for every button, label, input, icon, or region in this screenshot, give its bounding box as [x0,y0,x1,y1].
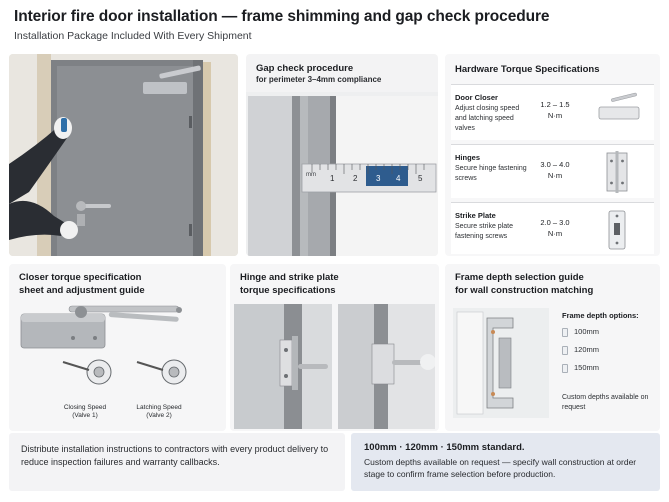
ruler-number-1: 1 [330,174,335,183]
torque-card-title: Hardware Torque Specifications [455,64,600,75]
frame-option-100: 100mm [562,327,599,337]
hinge-icon [606,151,628,193]
ruler-unit: mm [306,172,316,178]
frame-options-label: Frame depth options: [562,311,639,320]
latching-speed-label: Latching Speed(Valve 2) [136,404,182,419]
frame-option-150: 150mm [562,363,599,373]
torque-row-desc: Adjust closing speed and latching speed … [455,105,520,132]
footer-depth-standard: 100mm · 120mm · 150mm standard. Custom d… [351,433,660,491]
page-title: Interior fire door installation — frame … [14,8,550,25]
door-installation-illustration [9,54,238,256]
installation-photo [9,54,238,256]
closing-speed-label: Closing Speed(Valve 1) [63,404,107,419]
torque-row-hinges: Hinges Secure hinge fastening screws 3.0… [451,144,654,198]
hinge-strike-illustration [234,304,435,429]
footer-right-heading: 100mm · 120mm · 150mm standard. [364,442,525,453]
ruler-number-5: 5 [418,174,423,183]
frame-option-120: 120mm [562,345,599,355]
door-closer-icon [598,92,640,120]
gap-check-card: Gap check procedure for perimeter 3–4mm … [246,54,438,256]
door-closer-illustration [20,305,187,385]
ruler-number-4: 4 [396,174,401,183]
torque-row-strike-plate: Strike Plate Secure strike plate fasteni… [451,202,654,254]
footer-right-text: Custom depths available on request — spe… [364,457,637,479]
frame-custom-note: Custom depths available on request [562,394,649,411]
gap-card-subtitle: for perimeter 3–4mm compliance [256,75,382,84]
ruler-number-3: 3 [376,174,381,183]
torque-row-desc: Secure hinge fastening screws [455,165,527,182]
footer-distribution-note: Distribute installation instructions to … [9,433,345,491]
option-box-icon [562,363,568,373]
torque-row-door-closer: Door Closer Adjust closing speed and lat… [451,84,654,140]
gap-card-title: Gap check procedure [256,63,354,74]
torque-row-desc: Secure strike plate fastening screws [455,223,513,240]
torque-row-name: Door Closer [455,93,498,102]
ruler-number-2: 2 [353,174,358,183]
page-subtitle: Installation Package Included With Every… [14,30,252,42]
option-box-icon [562,327,568,337]
torque-spec-card: Hardware Torque Specifications Door Clos… [445,54,660,256]
gap-ruler-illustration [246,92,438,256]
strike-plate-icon [608,210,626,250]
frame-profile-illustration [453,308,549,418]
torque-row-name: Strike Plate [455,211,496,220]
torque-row-name: Hinges [455,153,481,162]
footer-left-text: Distribute installation instructions to … [21,444,329,467]
option-box-icon [562,345,568,355]
